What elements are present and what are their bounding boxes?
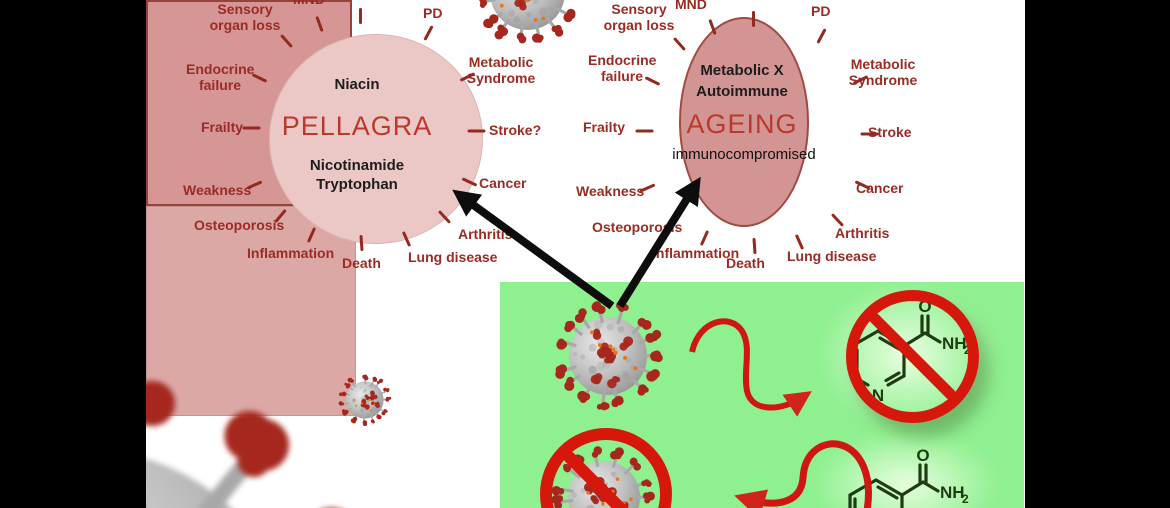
- tick: [752, 237, 757, 255]
- tick: [699, 230, 710, 246]
- coronavirus-large-blurred: [146, 310, 436, 508]
- atom-label-nh-sub: 2: [962, 492, 969, 506]
- spoke-right-death: Death: [726, 255, 765, 271]
- venn-right-circle: [146, 206, 356, 416]
- spoke-right-endocrine: Endocrine failure: [588, 52, 657, 84]
- venn-left-inner-bottom-2: Tryptophan: [316, 176, 398, 193]
- venn-right-inner-top-2: Autoimmune: [696, 83, 788, 100]
- spoke-left-arthritis: Arthritis: [458, 226, 513, 242]
- spoke-left-osteoporosis: Osteoporosis: [194, 217, 285, 233]
- prohibition-sign-nicotinamide: [846, 290, 979, 423]
- tick: [752, 11, 755, 27]
- spoke-left-cancer: Cancer: [479, 175, 527, 191]
- spoke-right-pd: PD: [811, 3, 831, 19]
- spoke-left-sensory: Sensory organ loss: [209, 1, 281, 33]
- nicotinamide-structure-bottom: O N NH 2: [848, 446, 969, 508]
- letterbox-left: [0, 0, 146, 508]
- tick: [860, 132, 879, 136]
- slide-content: Niacin PELLAGRA Nicotinamide Tryptophan …: [146, 0, 1025, 508]
- venn-right-inner-top-1: Metabolic X: [700, 62, 784, 79]
- spoke-left-lung: Lung disease: [408, 249, 498, 265]
- spoke-left-pd: PD: [423, 5, 443, 21]
- atom-label-nh: NH: [940, 483, 965, 502]
- coronavirus-in-panel: [543, 291, 673, 421]
- venn-right-title: AGEING: [686, 109, 798, 139]
- tick: [467, 129, 486, 133]
- spoke-right-inflammation: Inflammation: [652, 245, 740, 261]
- tick: [635, 129, 654, 133]
- spoke-left-inflammation: Inflammation: [247, 245, 335, 261]
- spoke-right-frailty: Frailty: [583, 119, 626, 135]
- spoke-left-frailty: Frailty: [201, 119, 244, 135]
- coronavirus-top-center: [465, 0, 590, 55]
- venn-left-halo: [269, 34, 483, 244]
- spoke-left-mnd: MND: [293, 0, 325, 8]
- spoke-left-endocrine: Endocrine failure: [186, 61, 255, 93]
- spoke-left-weakness: Weakness: [183, 182, 252, 198]
- spoke-left-metabolic: Metabolic Syndrome: [466, 54, 536, 86]
- tick: [423, 25, 434, 41]
- spoke-right-weakness: Weakness: [576, 183, 645, 199]
- spoke-right-sensory: Sensory organ loss: [603, 1, 675, 33]
- spoke-left-stroke: Stroke?: [489, 122, 542, 138]
- tick: [673, 37, 686, 51]
- spoke-right-arthritis: Arthritis: [835, 225, 890, 241]
- spoke-right-stroke: Stroke: [868, 124, 912, 140]
- spoke-right-mnd: MND: [675, 0, 707, 12]
- venn-left-title: PELLAGRA: [281, 111, 433, 141]
- tick: [816, 28, 827, 44]
- letterbox-right: [1025, 0, 1170, 508]
- spoke-right-cancer: Cancer: [856, 180, 904, 196]
- venn-left-inner-bottom-1: Nicotinamide: [309, 157, 405, 174]
- venn-left-inner-top: Niacin: [334, 76, 380, 93]
- coronavirus-small: [334, 369, 396, 431]
- spoke-left-death: Death: [342, 255, 381, 271]
- atom-label-o: O: [916, 446, 929, 465]
- tick: [242, 126, 261, 130]
- spoke-right-metabolic: Metabolic Syndrome: [848, 56, 918, 88]
- spoke-right-lung: Lung disease: [787, 248, 877, 264]
- tick: [359, 8, 362, 24]
- venn-right-inner-bottom: immunocompromised: [672, 146, 816, 163]
